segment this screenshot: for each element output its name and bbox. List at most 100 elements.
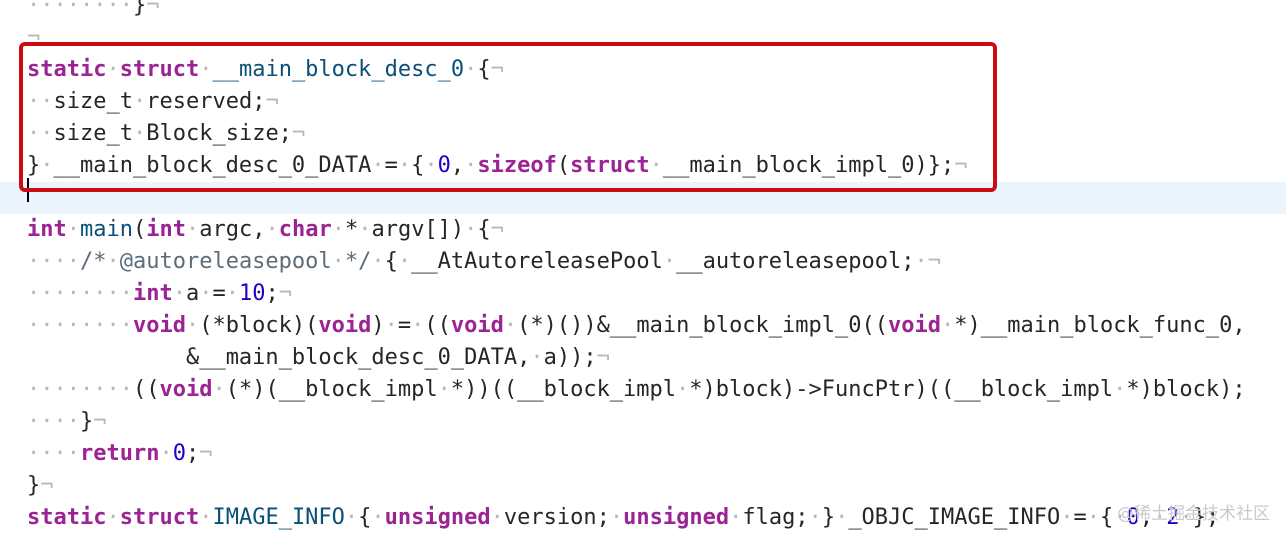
code-line-content: }·__main_block_desc_0_DATA·=·{·0,·sizeof…: [27, 150, 968, 182]
current-line[interactable]: [0, 182, 1286, 214]
invisible-char: ·: [676, 377, 690, 402]
code-line[interactable]: ····return·0;¬: [0, 438, 1286, 470]
code-line[interactable]: ········((void·(*)(__block_impl·*))((__b…: [0, 374, 1286, 406]
code-token: =: [1073, 505, 1087, 530]
invisible-char: ····: [27, 441, 80, 466]
invisible-char: ·: [464, 217, 478, 242]
invisible-char: ·: [1113, 377, 1127, 402]
code-line[interactable]: }·__main_block_desc_0_DATA·=·{·0,·sizeof…: [0, 150, 1286, 182]
code-line-content: static·struct·__main_block_desc_0·{¬: [27, 54, 504, 86]
invisible-char: ¬: [265, 89, 279, 114]
invisible-char: ·: [1113, 505, 1127, 530]
code-token: }: [27, 473, 41, 498]
code-token: {: [411, 153, 425, 178]
code-line[interactable]: ··size_t·Block_size;¬: [0, 118, 1286, 150]
code-line[interactable]: }¬: [0, 470, 1286, 502]
code-token: void: [318, 313, 372, 338]
invisible-char: ·: [384, 313, 398, 338]
code-line-content: ········void·(*block)(void)·=·((void·(*)…: [27, 310, 1246, 342]
code-token: 10: [238, 281, 266, 306]
code-token: {: [477, 57, 491, 82]
code-line-content: ········}¬: [27, 0, 159, 22]
invisible-char: ¬: [93, 409, 107, 434]
code-token: 0: [172, 441, 186, 466]
invisible-char: ·: [371, 249, 385, 274]
code-token: __main_block_desc_0: [212, 57, 465, 82]
code-token: ,: [450, 153, 465, 178]
code-line[interactable]: ········void·(*block)(void)·=·((void·(*)…: [0, 310, 1286, 342]
code-token: =: [212, 281, 226, 306]
code-token: IMAGE_INFO: [212, 505, 345, 530]
code-token: }: [821, 505, 836, 530]
code-line-content: ····/*·@autoreleasepool·*/·{·__AtAutorel…: [27, 246, 941, 278]
invisible-char: ·: [503, 313, 518, 338]
invisible-char: ·: [371, 153, 385, 178]
code-token: static: [27, 57, 107, 82]
invisible-char: ¬: [490, 217, 504, 242]
code-token: void: [132, 313, 186, 338]
code-token: int: [27, 217, 67, 242]
code-token: version;: [503, 505, 610, 530]
code-token: =: [397, 313, 412, 338]
code-line[interactable]: ····/*·@autoreleasepool·*/·{·__AtAutorel…: [0, 246, 1286, 278]
invisible-char: ·: [530, 345, 544, 370]
code-line-content: ··size_t·reserved;¬: [27, 86, 279, 118]
code-token: /*: [79, 249, 107, 274]
code-line[interactable]: ········int·a·=·10;¬: [0, 278, 1286, 310]
code-token: _OBJC_IMAGE_INFO: [848, 505, 1061, 530]
code-line[interactable]: int·main(int·argc,·char·*·argv[])·{¬: [0, 214, 1286, 246]
code-token: 0: [437, 153, 451, 178]
code-token: ((: [132, 377, 160, 402]
invisible-char: ··: [27, 121, 54, 146]
code-token: unsigned: [623, 505, 730, 530]
code-token: flag;: [742, 505, 809, 530]
code-token: argc,: [199, 217, 266, 242]
code-token: }: [132, 0, 147, 18]
invisible-char: ·¬: [914, 249, 942, 274]
code-token: 2: [1166, 505, 1180, 530]
code-token: */: [344, 249, 372, 274]
invisible-char: ·: [66, 217, 80, 242]
code-token: struct: [119, 57, 200, 82]
code-line-content: ····}¬: [27, 406, 106, 438]
invisible-char: ·: [40, 153, 54, 178]
code-token: struct: [570, 153, 650, 178]
code-token: =: [384, 153, 398, 178]
code-token: {: [384, 249, 398, 274]
code-line[interactable]: ········}¬: [0, 0, 1286, 22]
invisible-char: ·: [106, 249, 120, 274]
invisible-char: ·: [411, 313, 425, 338]
invisible-char: ·: [941, 313, 955, 338]
code-token: *))((__block_impl: [450, 377, 677, 402]
invisible-char: ·: [464, 57, 478, 82]
code-token: struct: [119, 505, 200, 530]
code-line[interactable]: ··size_t·reserved;¬: [0, 86, 1286, 118]
code-token: main: [80, 217, 133, 242]
invisible-char: ·: [344, 505, 359, 530]
highlight-annotation-box: [19, 42, 997, 192]
code-token: sizeof: [477, 153, 557, 178]
code-line[interactable]: static·struct·__main_block_desc_0·{¬: [0, 54, 1286, 86]
invisible-char: ·: [199, 281, 213, 306]
code-token: int: [146, 217, 186, 242]
invisible-char: ·: [609, 505, 624, 530]
code-token: void: [159, 377, 213, 402]
code-line-content: ········((void·(*)(__block_impl·*))((__b…: [27, 374, 1246, 406]
invisible-char: ·: [371, 505, 385, 530]
code-token: };: [1192, 505, 1220, 530]
invisible-char: ········: [27, 0, 133, 18]
code-line[interactable]: ····}¬: [0, 406, 1286, 438]
invisible-char: ·: [199, 505, 213, 530]
code-line[interactable]: static·struct·IMAGE_INFO·{·unsigned·vers…: [0, 502, 1286, 534]
code-line[interactable]: &__main_block_desc_0_DATA,·a));¬: [0, 342, 1286, 374]
code-token: reserved;: [146, 89, 266, 114]
invisible-char: ·: [106, 505, 120, 530]
invisible-char: ·: [662, 249, 677, 274]
invisible-char: ¬: [596, 345, 610, 370]
code-token: {: [1099, 505, 1114, 530]
invisible-char: ·: [464, 153, 478, 178]
invisible-char: ·: [132, 121, 147, 146]
code-token: unsigned: [384, 505, 491, 530]
code-token: {: [477, 217, 491, 242]
